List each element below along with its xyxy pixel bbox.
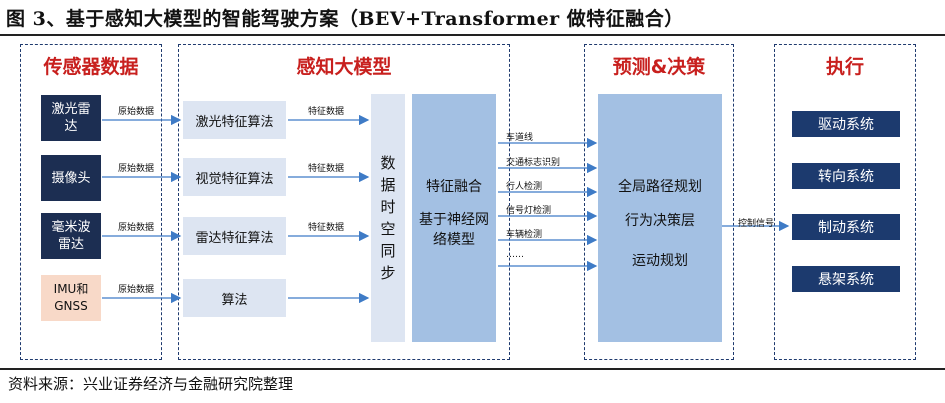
fusion-model-label: 基于神经网络模型 <box>419 212 489 248</box>
group-prediction <box>584 44 734 360</box>
output-more: …… <box>506 250 524 260</box>
bottom-rule <box>0 368 945 370</box>
exec-drive-system: 驱动系统 <box>792 111 900 137</box>
group-execution <box>774 44 916 360</box>
raw-data-label-1: 原始数据 <box>118 107 155 117</box>
exec-suspension-system: 悬架系统 <box>792 266 900 292</box>
output-signal-light: 信号灯检测 <box>506 206 552 216</box>
sensor-camera: 摄像头 <box>41 155 101 201</box>
algo-radar-feature: 雷达特征算法 <box>183 217 286 255</box>
raw-data-label-3: 原始数据 <box>118 223 155 233</box>
group-prediction-title: 预测&决策 <box>612 56 706 78</box>
group-execution-title: 执行 <box>825 56 864 78</box>
sensor-imu-gnss: IMU和GNSS <box>41 275 101 321</box>
raw-data-label-4: 原始数据 <box>118 285 155 295</box>
group-perception <box>178 44 510 360</box>
group-perception-title: 感知大模型 <box>296 56 392 78</box>
prediction-block <box>598 94 722 342</box>
exec-braking-system: 制动系统 <box>792 214 900 240</box>
algo-lidar-feature: 激光特征算法 <box>183 101 286 139</box>
algo-imu: 算法 <box>183 279 286 317</box>
group-sensors-title: 传感器数据 <box>43 56 139 78</box>
top-rule <box>0 34 945 36</box>
fusion-label: 特征融合 <box>426 179 482 195</box>
figure-title: 图 3、基于感知大模型的智能驾驶方案（BEV+Transformer 做特征融合… <box>6 8 684 30</box>
exec-steering-system: 转向系统 <box>792 163 900 189</box>
control-signal-label: 控制信号 <box>738 219 775 229</box>
output-vehicle: 车辆检测 <box>506 230 543 240</box>
prediction-behavior: 行为决策层 <box>625 213 695 229</box>
sync-block <box>371 94 405 342</box>
sync-label: 数据时空同步 <box>380 154 396 282</box>
group-sensors <box>20 44 162 360</box>
raw-data-label-2: 原始数据 <box>118 164 155 174</box>
prediction-motion: 运动规划 <box>632 253 688 269</box>
output-traffic-sign: 交通标志识别 <box>506 158 561 168</box>
prediction-global-path: 全局路径规划 <box>618 179 702 195</box>
feature-data-label-2: 特征数据 <box>308 164 345 174</box>
output-lane: 车道线 <box>506 133 534 143</box>
feature-data-label-3: 特征数据 <box>308 223 345 233</box>
algo-vision-feature: 视觉特征算法 <box>183 158 286 196</box>
sensor-mmwave-radar: 毫米波雷达 <box>41 213 101 259</box>
fusion-block <box>412 94 496 342</box>
sensor-lidar: 激光雷达 <box>41 95 101 141</box>
output-pedestrian: 行人检测 <box>506 182 543 192</box>
source-note: 资料来源：兴业证券经济与金融研究院整理 <box>8 375 294 393</box>
feature-data-label-1: 特征数据 <box>308 107 345 117</box>
